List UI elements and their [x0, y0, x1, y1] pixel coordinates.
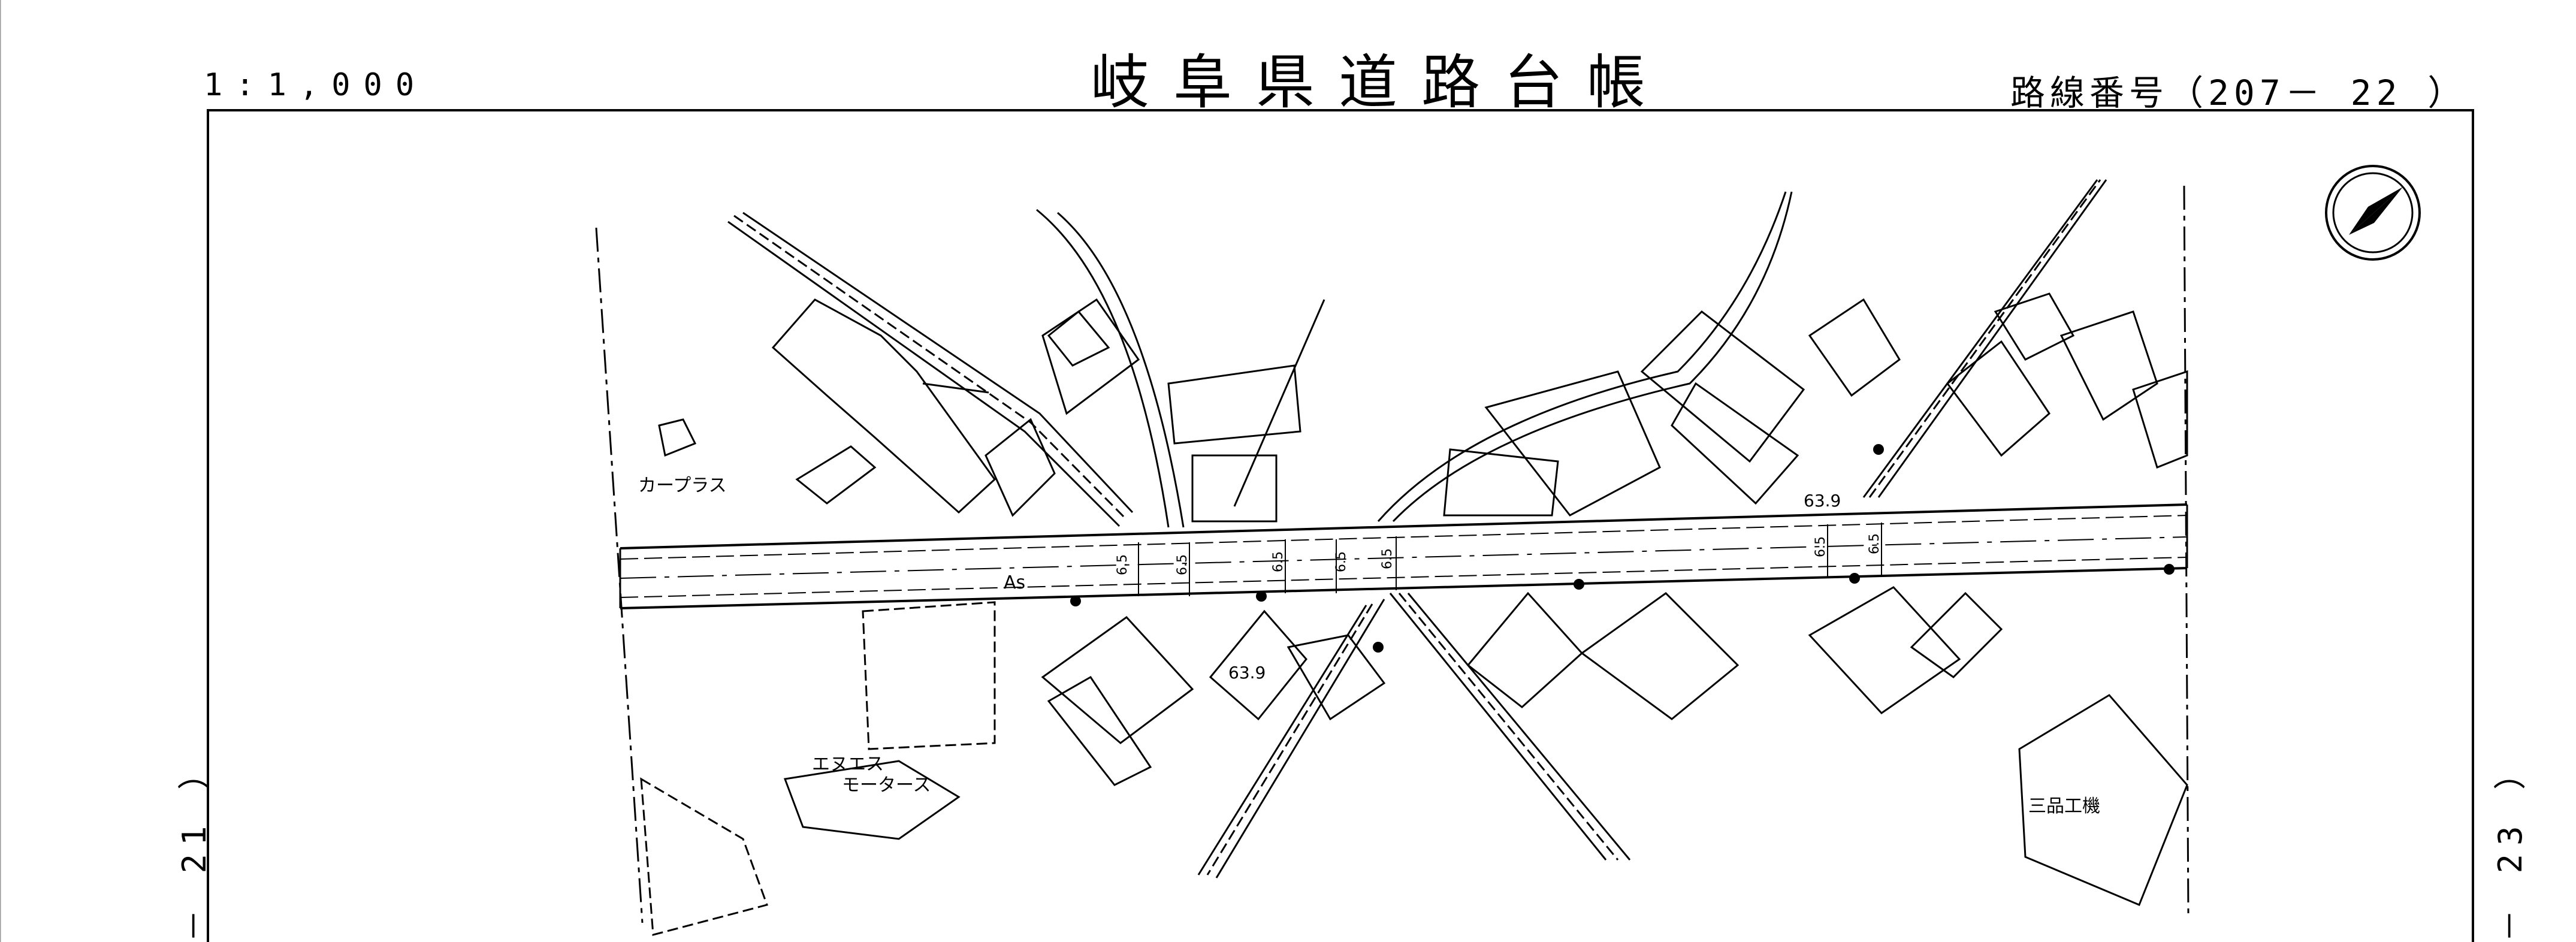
width-markers	[1138, 523, 1882, 596]
buildings	[658, 292, 2188, 523]
label-width-5: 6.5	[1380, 548, 1395, 569]
label-width-4: 6.5	[1334, 551, 1349, 572]
label-width-6: 6.5	[1813, 536, 1828, 557]
map-frame	[207, 109, 2474, 942]
label-elevation-2: 63.9	[1228, 663, 1266, 683]
label-enuesu-2: モータース	[842, 775, 931, 796]
map-scale: 1:1,000	[204, 67, 428, 103]
side-roads	[727, 179, 2107, 878]
label-enuesu-1: エヌエス	[812, 754, 884, 775]
label-width-7: 6.5	[1867, 533, 1882, 554]
label-width-3: 6.5	[1271, 551, 1286, 572]
main-road	[619, 503, 2188, 609]
label-surface: As	[1004, 572, 1025, 593]
route-number: 路線番号（207－ 22 ）	[2010, 73, 2468, 113]
boundary-lines	[595, 185, 2190, 923]
label-car-plus: カープラス	[638, 475, 727, 496]
utility-poles	[1070, 444, 2175, 653]
label-elevation-1: 63.9	[1804, 491, 1841, 511]
buildings-south	[640, 586, 2188, 936]
label-width-1: 6.5	[1115, 554, 1130, 575]
north-arrow-icon	[2325, 165, 2421, 261]
label-sanpin: 三品工機	[2028, 796, 2100, 817]
page-title: 岐阜県道路台帳	[1091, 49, 1670, 117]
label-width-2: 6.5	[1175, 554, 1190, 575]
